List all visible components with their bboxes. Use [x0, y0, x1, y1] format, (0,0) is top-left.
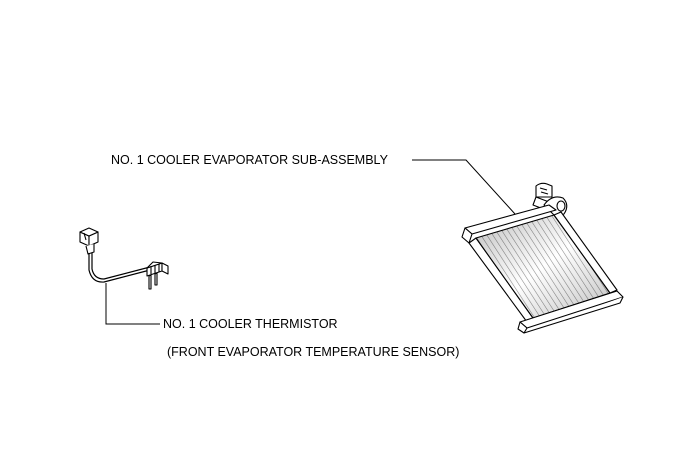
thermistor-sensor [146, 261, 169, 290]
thermistor-wire [88, 253, 151, 283]
thermistor-subtitle-label: (FRONT EVAPORATOR TEMPERATURE SENSOR) [167, 345, 460, 359]
evaporator-label: NO. 1 COOLER EVAPORATOR SUB-ASSEMBLY [111, 153, 388, 167]
thermistor-leader-line [105, 283, 160, 325]
evaporator-illustration [461, 182, 624, 334]
thermistor-connector [79, 227, 99, 255]
thermistor-label: NO. 1 COOLER THERMISTOR [163, 317, 338, 331]
evaporator-leader-line [412, 159, 516, 215]
thermistor-illustration [79, 227, 169, 290]
